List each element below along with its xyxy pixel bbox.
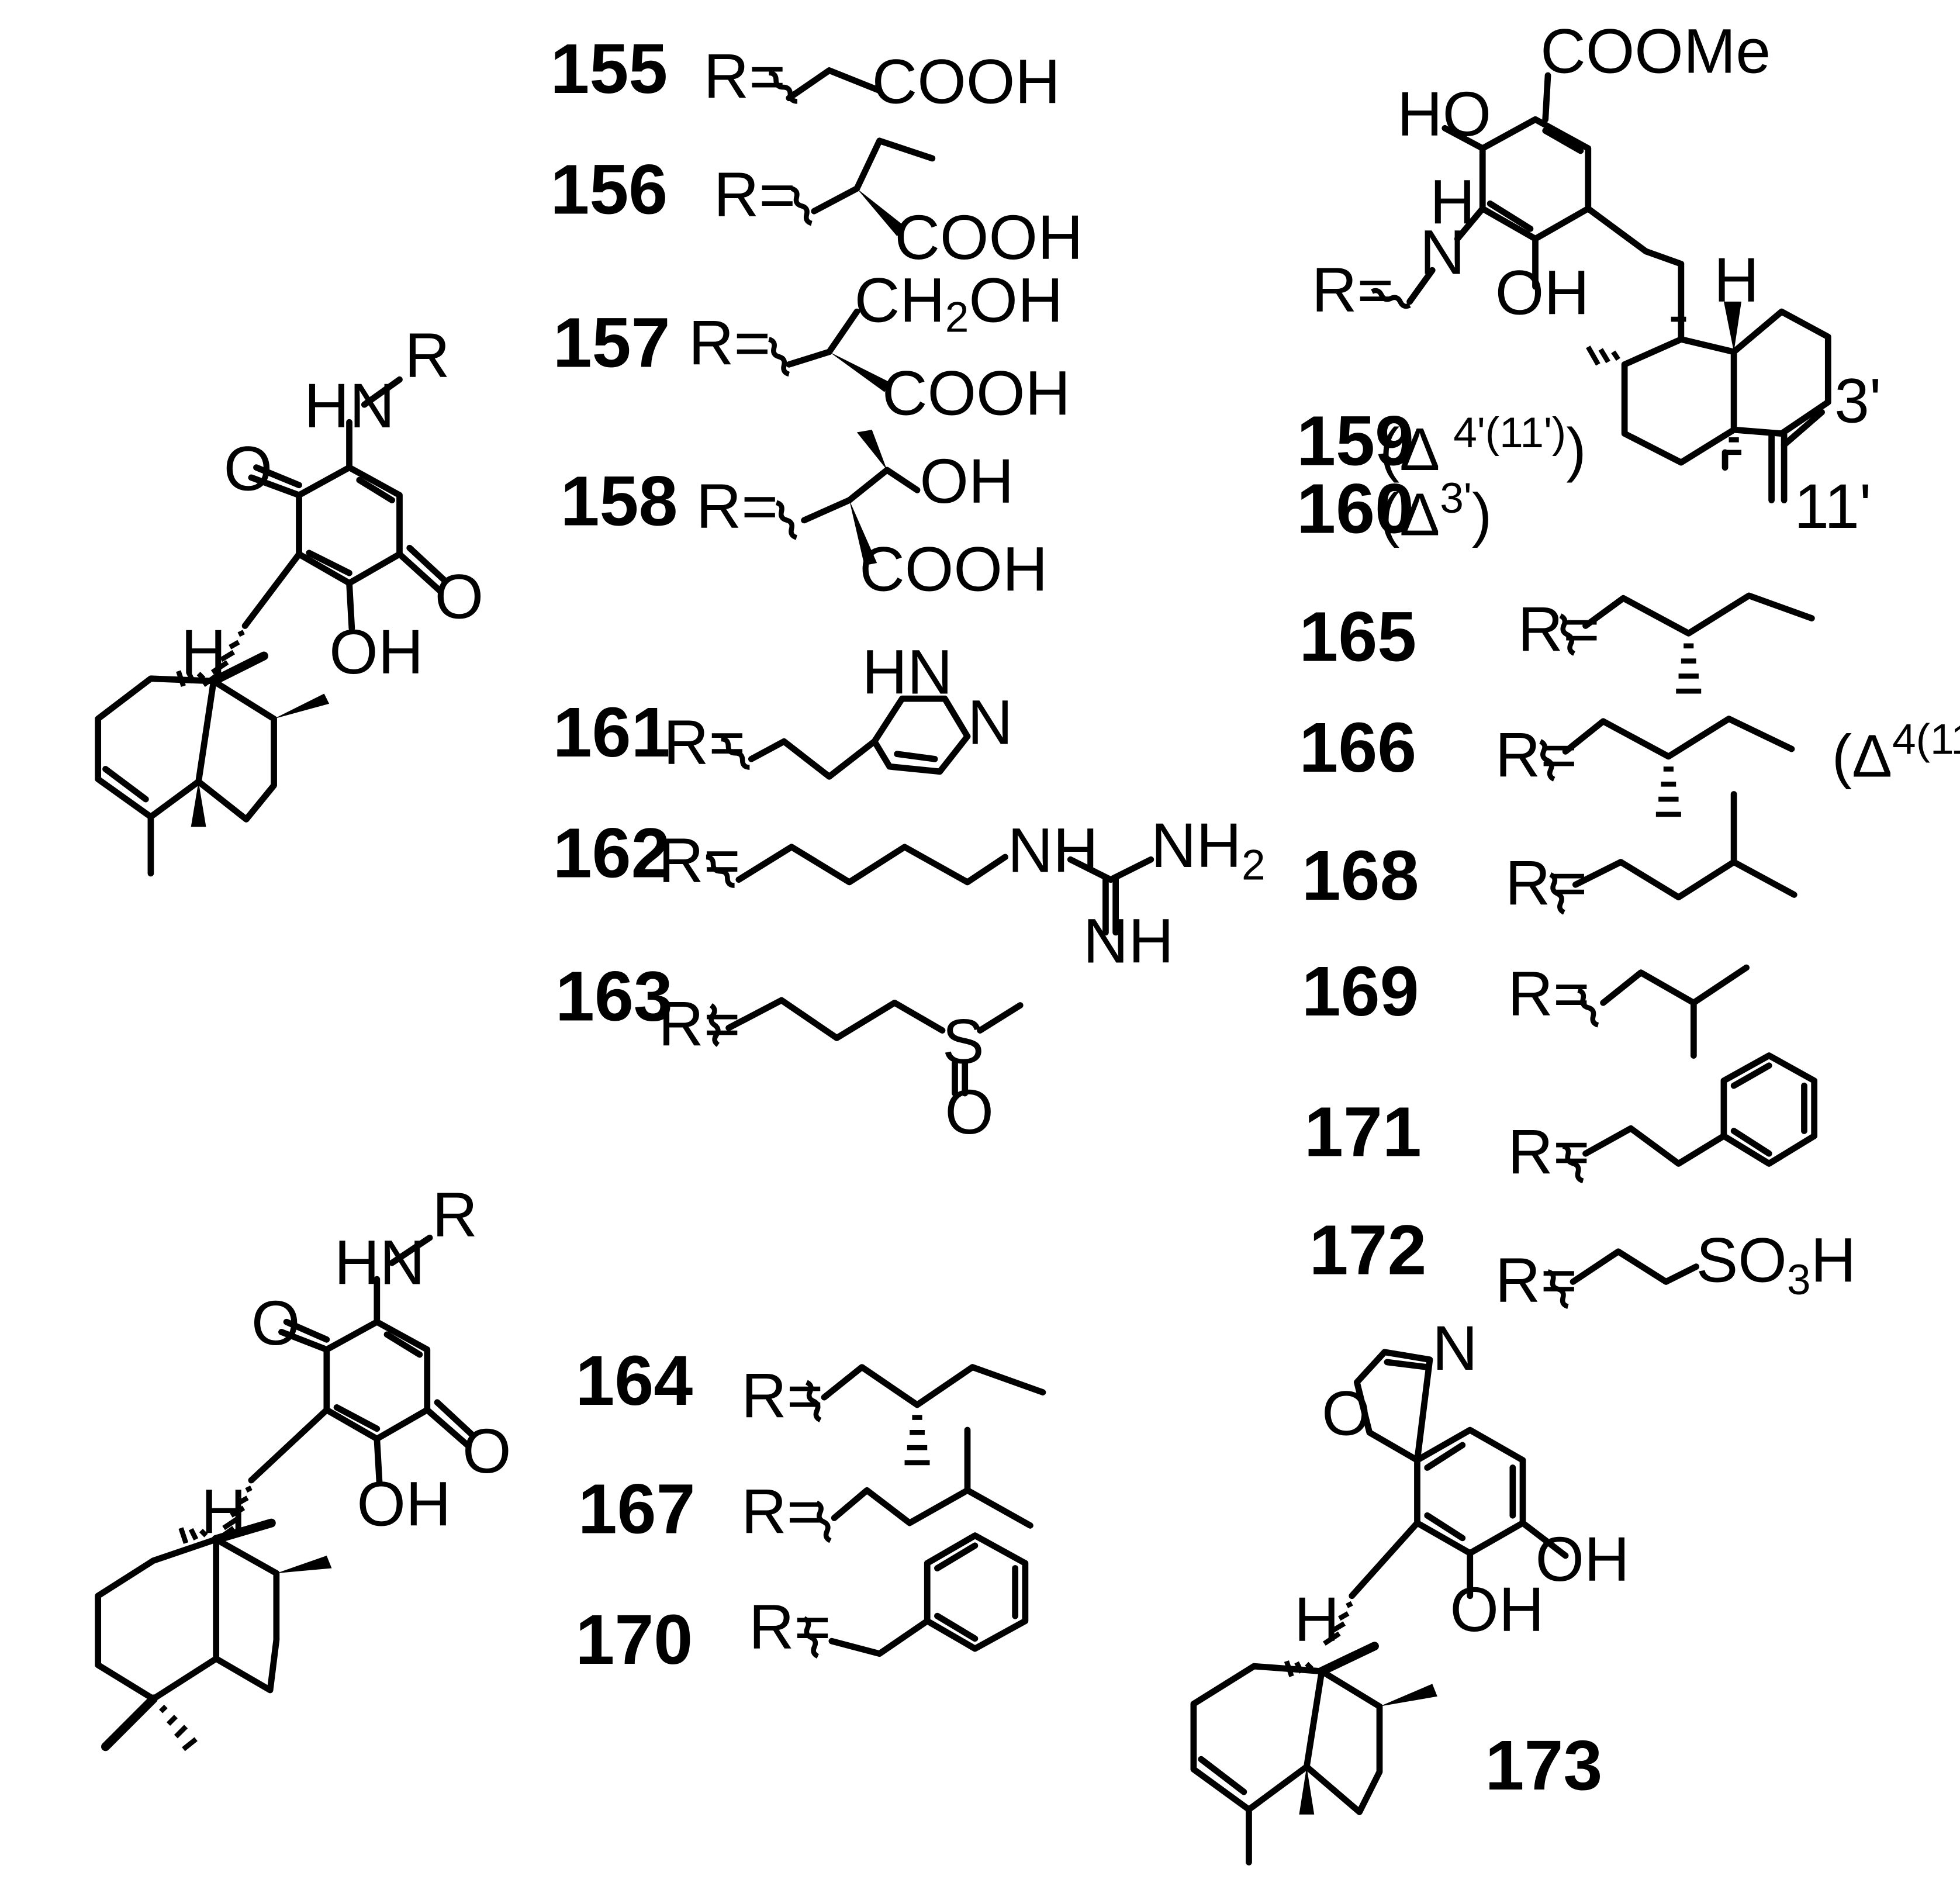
compound-160-row: 160 (Δ3')	[1297, 469, 1492, 548]
scaffold-a-oxo-right: O	[435, 562, 484, 632]
compound-155-row: 155 R= COOH	[550, 29, 1060, 116]
scaffold-b-hn-label: HN	[334, 1228, 425, 1298]
r-equals-label: R=	[749, 1592, 831, 1662]
compound-166-note: (Δ4(11))	[1832, 716, 1960, 790]
compound-168-row: 168 R=	[1302, 791, 1797, 918]
compound-161-atom-a: HN	[862, 637, 952, 707]
compound-173-h-label: H	[1294, 1584, 1340, 1654]
r-equals-label: R=	[658, 989, 740, 1059]
scaffold-b-h-label: H	[201, 1476, 247, 1546]
compound-164-label: 164	[575, 1341, 693, 1420]
r-equals-label: R=	[704, 42, 786, 112]
compound-161-label: 161	[553, 693, 670, 772]
compound-169-row: 169 R=	[1302, 952, 1750, 1059]
compound-173-oh-bottom: OH	[1450, 1574, 1544, 1645]
scaffold-b-quinone-drimane: HN R O O OH H	[95, 1180, 511, 1752]
compound-163-atom-a: S	[942, 1006, 984, 1076]
r-equals-label: R=	[1495, 720, 1577, 790]
compound-155-label: 155	[550, 29, 668, 108]
scaffold-c-position-3: 3'	[1834, 365, 1881, 436]
compound-159-label: 159	[1297, 401, 1414, 480]
scaffold-c-coome-label: COOMe	[1540, 16, 1771, 87]
scaffold-b-oxo-right: O	[462, 1416, 511, 1486]
scaffold-c-position-11: 11'	[1794, 471, 1871, 541]
compound-157-substituent-top: CH2OH	[855, 265, 1063, 341]
compound-173-label: 173	[1485, 1726, 1603, 1805]
compound-162-atom-c: NH	[1083, 906, 1174, 976]
scaffold-a-r-label: R	[405, 320, 450, 391]
compound-165-label: 165	[1299, 597, 1416, 676]
compound-172-label: 172	[1309, 1211, 1427, 1290]
compound-157-substituent: COOH	[882, 358, 1070, 428]
compound-173-oh-right: OH	[1536, 1524, 1630, 1594]
compound-159-note: (Δ 4'(11'))	[1380, 409, 1586, 483]
compound-172-atom-a: SO3H	[1696, 1225, 1857, 1303]
compound-157-label: 157	[553, 303, 670, 382]
compound-162-row: 162 R= NH NH2 NH	[553, 810, 1266, 976]
scaffold-c-h2-label: H	[1714, 245, 1759, 315]
compound-167-row: 167 R=	[578, 1426, 1033, 1548]
compound-163-atom-b: O	[945, 1077, 994, 1147]
compound-170-row: 170 R=	[575, 1532, 1029, 1679]
scaffold-b-r-label: R	[432, 1180, 478, 1250]
compound-167-label: 167	[578, 1469, 696, 1548]
compound-158-substituent-top: OH	[919, 446, 1014, 516]
compound-163-row: 163 R= S O	[555, 956, 1024, 1147]
compound-171-row: 171 R=	[1304, 1052, 1818, 1187]
scaffold-c-n-label: N	[1420, 217, 1465, 288]
scaffold-a-hn-label: HN	[304, 371, 395, 441]
r-equals-label: R=	[1508, 959, 1589, 1029]
scaffold-b-oxo-left: O	[251, 1288, 300, 1358]
scaffold-c-ho-label: HO	[1397, 79, 1491, 149]
r-equals-label: R=	[741, 1476, 823, 1546]
compound-160-note: (Δ3')	[1380, 475, 1492, 548]
scaffold-c-aryl-drimane: COOMe HO H N OH H R= 3' 11'	[1312, 16, 1881, 541]
compound-162-label: 162	[553, 813, 670, 892]
r-equals-label: R=	[689, 308, 770, 378]
compound-168-label: 168	[1302, 836, 1419, 915]
scaffold-c-r-eq-label: R=	[1312, 255, 1394, 325]
compound-161-atom-b: N	[967, 688, 1013, 758]
scaffold-a-h-label: H	[181, 617, 227, 687]
compound-162-atom-b: NH2	[1151, 810, 1266, 889]
compound-166-label: 166	[1299, 708, 1416, 787]
r-equals-label: R=	[1517, 594, 1599, 664]
compound-156-row: 156 R= COOH	[550, 137, 1083, 272]
r-equals-label: R=	[714, 160, 796, 230]
scaffold-a-oxo-left: O	[224, 433, 273, 503]
compound-169-label: 169	[1302, 952, 1419, 1031]
compound-158-label: 158	[561, 462, 678, 541]
scaffold-a-quinone-drimane: HN R O O OH H	[95, 320, 484, 877]
compound-160-label: 160	[1297, 469, 1414, 548]
r-equals-label: R=	[663, 707, 745, 778]
compound-163-label: 163	[555, 956, 673, 1035]
compound-158-row: 158 R= OH COOH	[561, 430, 1048, 604]
scaffold-c-h-label: H	[1430, 167, 1475, 237]
scaffold-b-oh-label: OH	[357, 1469, 451, 1539]
compound-156-label: 156	[550, 150, 668, 229]
compound-162-atom-a: NH	[1008, 816, 1098, 886]
compound-156-substituent: COOH	[894, 202, 1083, 272]
compound-155-substituent: COOH	[872, 46, 1060, 116]
compound-158-substituent: COOH	[859, 534, 1048, 604]
compound-164-row: 164 R=	[575, 1341, 1046, 1466]
compound-172-row: 172 R= SO3H	[1309, 1211, 1857, 1315]
compound-161-row: 161 R= HN N	[553, 637, 1013, 780]
compound-171-label: 171	[1304, 1092, 1422, 1171]
compound-170-label: 170	[575, 1600, 693, 1679]
compound-173-atom-n: N	[1432, 1313, 1478, 1383]
scaffold-c-oh-label: OH	[1495, 257, 1589, 327]
compound-165-row: 165 R=	[1299, 592, 1815, 694]
compound-157-row: 157 R= CH2OH COOH	[553, 265, 1071, 428]
compound-173-atom-o: O	[1322, 1379, 1371, 1449]
compound-166-row: 166 R= (Δ4(11))	[1299, 708, 1960, 817]
r-equals-label: R=	[696, 471, 778, 541]
compound-173-structure: N O OH OH H 173	[1190, 1313, 1630, 1866]
scaffold-a-oh-label: OH	[329, 617, 423, 687]
compound-159-row: 159 (Δ 4'(11'))	[1297, 401, 1586, 483]
